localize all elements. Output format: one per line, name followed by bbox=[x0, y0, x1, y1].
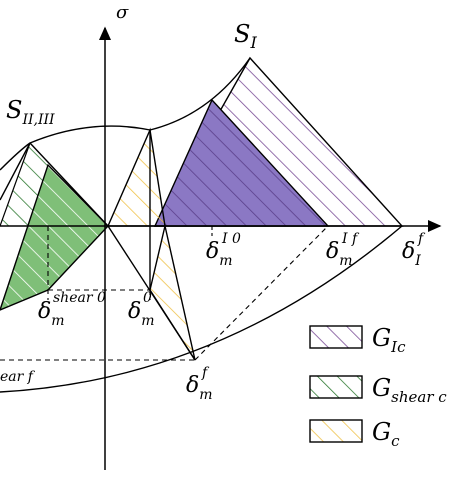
peak-envelope-curve bbox=[0, 57, 251, 171]
legend-label-gshear: Gshear c bbox=[372, 374, 447, 406]
s-ii-iii-label: SII,III bbox=[6, 96, 55, 128]
legend-swatch-gshear bbox=[309, 375, 363, 399]
delta-i-f-sup: f bbox=[417, 231, 426, 247]
delta-shear-0-sup: shear 0 bbox=[53, 290, 106, 306]
delta-mf-label: δm bbox=[186, 373, 213, 403]
legend-label-gc: Gc bbox=[372, 418, 400, 450]
delta-mf-sup: f bbox=[201, 365, 210, 381]
g-c-upper-triangle bbox=[106, 127, 166, 227]
delta-if-label: δm bbox=[326, 239, 353, 269]
delta-m0-label: δm bbox=[128, 299, 155, 329]
delta-m0-sup: 0 bbox=[143, 290, 152, 306]
delta-shear-f-fragment: ear f bbox=[0, 369, 36, 385]
sigma-axis-label: σ bbox=[116, 2, 129, 23]
delta-i-f-label: δI bbox=[402, 239, 421, 269]
s-i-label: SI bbox=[234, 20, 257, 52]
g-c-lower-triangle bbox=[149, 225, 196, 361]
legend-label-gic: GIc bbox=[372, 324, 406, 356]
legend: GIc Gshear c Gc bbox=[309, 324, 447, 450]
delta-i0-label: δm bbox=[206, 239, 233, 269]
delta-shear-0-label: δm bbox=[38, 299, 65, 329]
delta-if-sup: I f bbox=[341, 231, 360, 247]
legend-swatch-gc bbox=[309, 419, 363, 443]
dashed-guide bbox=[194, 225, 329, 361]
legend-swatch-gic bbox=[309, 325, 363, 349]
delta-i0-sup: I 0 bbox=[221, 231, 241, 247]
